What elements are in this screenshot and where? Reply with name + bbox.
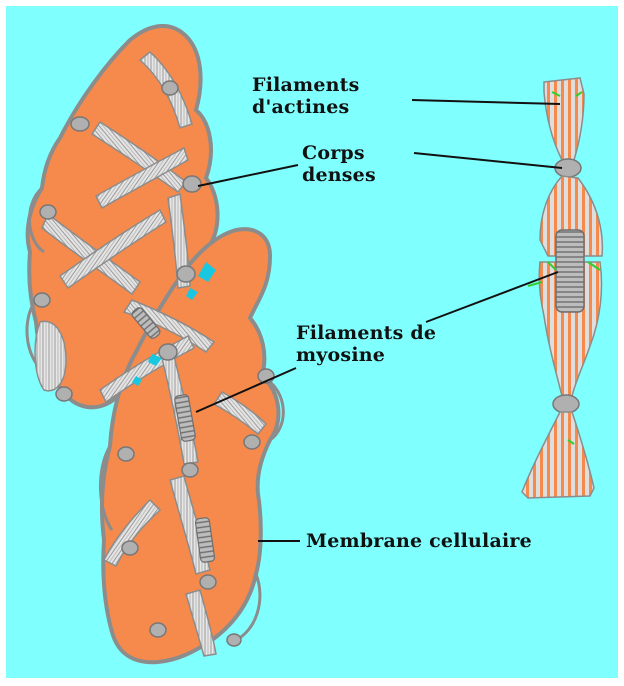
right-top-fan [544,78,584,160]
label-myosin-line1: Filaments de [296,322,436,344]
label-actin-line1: Filaments [252,74,360,96]
leader-dense-to-left [198,165,298,186]
label-dense-line1: Corps [302,142,365,164]
label-dense-bodies: Corps denses [302,142,376,186]
right-dense-body-bottom [553,395,579,413]
right-myosin-filament [556,230,584,312]
label-myosin-filaments: Filaments de myosine [296,322,436,366]
label-actin-filaments: Filaments d'actines [252,74,360,118]
label-dense-line2: denses [302,164,376,186]
label-actin-line2: d'actines [252,96,349,118]
right-contractile-unit [522,78,602,498]
leader-myosin-right [426,272,558,322]
label-myosin-line2: myosine [296,344,385,366]
leader-actin [412,100,560,104]
label-cell-membrane: Membrane cellulaire [306,530,532,552]
label-membrane-text: Membrane cellulaire [306,530,532,552]
right-bottom-fan [522,412,594,498]
leader-dense-to-right [414,153,562,168]
